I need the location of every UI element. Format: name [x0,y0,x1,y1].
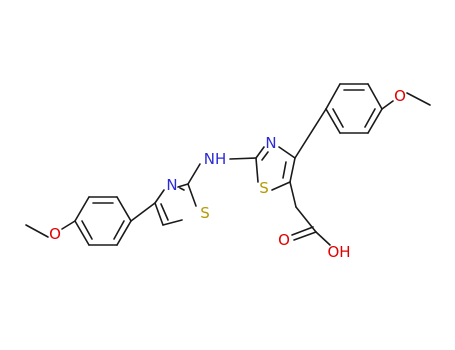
atom-oh: OH [327,243,350,261]
bond-nh-left [187,163,201,185]
atom-o-carbonyl: O [278,231,290,249]
right-phenyl-hexagon [325,83,383,134]
bond-c-oh [315,231,331,246]
left-thiazole-ring [154,183,197,226]
bond-oxy-right-1 [381,100,394,110]
bond-cooh [295,206,317,233]
bond-oxy-right-2 [406,92,431,106]
atom-o-methoxy-left: O [49,225,61,243]
atom-s-thiazole-left: S [200,204,210,222]
bond-oxy-left-1 [61,220,76,230]
bond-c-o-double-2 [291,226,314,236]
bond-thiazole-phenyl-left [130,202,156,222]
bond-oxy-left-2 [25,224,49,238]
bond-ch2 [289,181,297,208]
right-phenyl-aromatic [332,89,376,128]
atom-s-thiazole-right: S [259,179,269,197]
atom-n-thiazole-right: N [265,134,276,152]
right-thiazole-ring [255,146,296,191]
atom-o-methoxy-right: O [394,87,406,105]
bond-nh-right [229,157,257,160]
atom-n-thiazole-left: N [166,176,177,194]
atom-nh: NH [204,150,227,168]
left-phenyl-hexagon [74,196,132,246]
bond-c-o-double-1 [293,231,317,241]
bond-thiazole-phenyl-right [294,108,327,159]
